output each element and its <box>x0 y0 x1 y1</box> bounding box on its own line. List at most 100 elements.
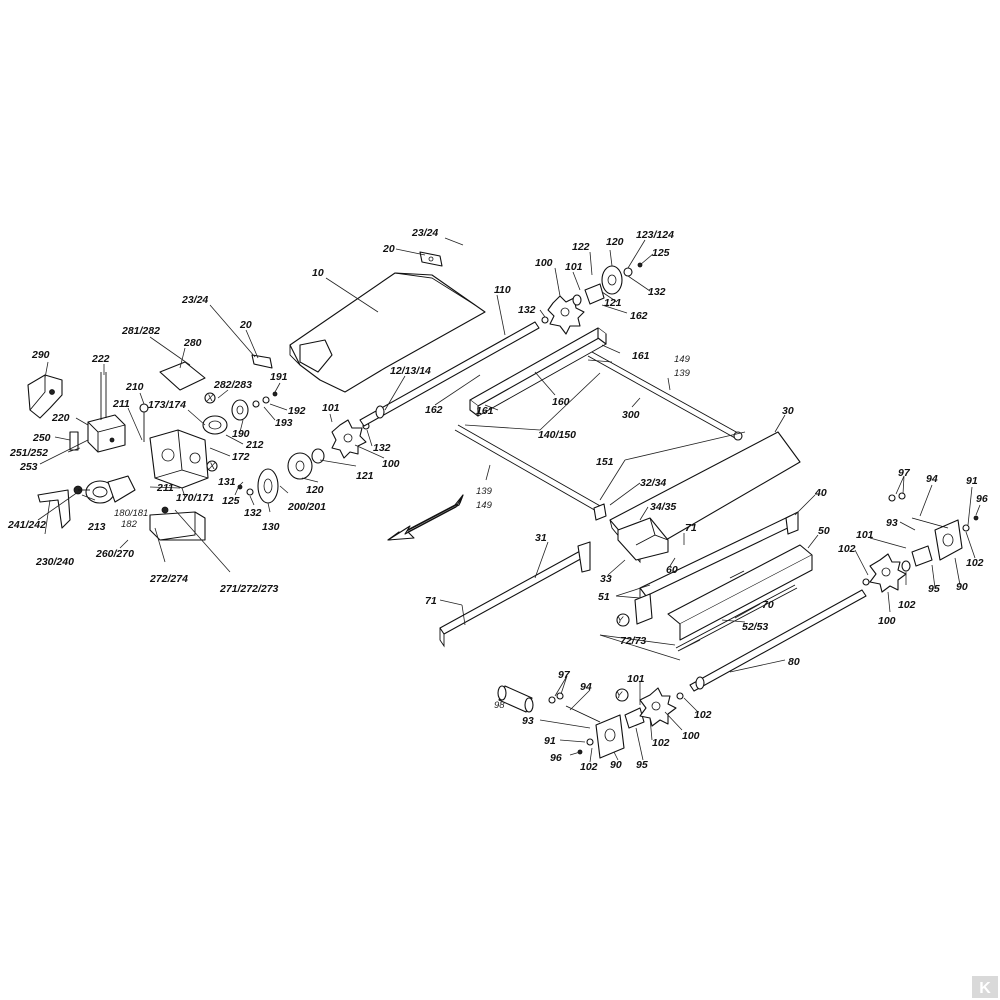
label-y-a: Y <box>617 615 624 626</box>
label-125-b: 125 <box>652 247 670 259</box>
label-210: 210 <box>125 381 144 393</box>
part-210-eyebolt <box>139 403 149 442</box>
label-220: 220 <box>51 412 70 424</box>
marker-circle-y-a <box>616 613 630 627</box>
label-102-c: 102 <box>966 557 984 569</box>
marker-circle-x-a <box>204 392 216 404</box>
label-x-a: X <box>206 393 214 404</box>
label-100-c: 100 <box>878 615 896 627</box>
marker-circle-x-b <box>206 460 218 472</box>
part-95-hub-a <box>901 545 933 572</box>
label-20-b: 20 <box>239 319 252 331</box>
part-32-block <box>617 517 669 561</box>
label-122: 122 <box>572 241 590 253</box>
label-193: 193 <box>275 417 293 429</box>
brand-logo: K <box>972 976 998 998</box>
label-20-a: 20 <box>382 243 395 255</box>
label-102-d: 102 <box>580 761 598 773</box>
label-93-a: 93 <box>886 517 898 529</box>
part-260-plate <box>149 506 206 541</box>
label-130: 130 <box>262 521 280 533</box>
label-x-b: X <box>208 461 216 472</box>
label-281-282: 281/282 <box>121 325 160 337</box>
label-132-a: 132 <box>244 507 262 519</box>
label-98: 98 <box>494 700 505 711</box>
label-172: 172 <box>232 451 250 463</box>
label-100-b: 100 <box>535 257 553 269</box>
label-212: 212 <box>245 439 264 451</box>
label-161-a: 161 <box>632 350 650 362</box>
label-90-b: 90 <box>610 759 622 771</box>
label-91-a: 91 <box>966 475 978 487</box>
label-100-d: 100 <box>682 730 700 742</box>
part-20-bracket-a <box>419 251 443 267</box>
label-40: 40 <box>814 487 827 499</box>
label-151: 151 <box>596 456 614 468</box>
part-160-bar <box>469 327 607 417</box>
label-97-b: 97 <box>558 669 571 681</box>
part-98-roller <box>497 685 534 713</box>
label-200-201: 200/201 <box>287 501 326 513</box>
label-23-24-b: 23/24 <box>181 294 208 306</box>
label-101-c: 101 <box>856 529 874 541</box>
label-250: 250 <box>32 432 51 444</box>
label-71-a: 71 <box>685 522 697 534</box>
label-280: 280 <box>183 337 202 349</box>
label-110: 110 <box>494 284 511 296</box>
label-162-b: 162 <box>425 404 443 416</box>
label-101-a: 101 <box>322 402 340 414</box>
label-132-d: 132 <box>648 286 666 298</box>
direction-arrow-icon <box>387 494 464 541</box>
label-96-b: 96 <box>550 752 562 764</box>
label-173-174: 173/174 <box>148 399 186 411</box>
part-90-bearing-b <box>577 714 625 759</box>
leader-lines <box>37 237 981 763</box>
label-23-24-a: 23/24 <box>411 227 438 239</box>
label-211-a: 211 <box>112 398 130 410</box>
part-100-star-b <box>541 295 585 335</box>
label-139-b: 139 <box>476 486 493 497</box>
label-272-274: 272/274 <box>149 573 188 585</box>
label-120-a: 120 <box>306 484 324 496</box>
part-51-plate <box>634 593 653 625</box>
label-182: 182 <box>121 519 138 530</box>
part-170-housing <box>149 429 209 489</box>
label-72-73: 72/73 <box>620 635 646 647</box>
label-132-b: 132 <box>373 442 391 454</box>
label-213: 213 <box>87 521 106 533</box>
part-80-shaft <box>689 589 867 692</box>
part-230-bracket <box>37 489 71 529</box>
part-290-guard <box>27 374 63 419</box>
label-271-272-273: 271/272/273 <box>219 583 279 595</box>
label-95-a: 95 <box>928 583 940 595</box>
label-121-b: 121 <box>604 297 622 309</box>
label-191: 191 <box>270 371 288 383</box>
label-161-b: 161 <box>476 405 494 417</box>
label-101-d: 101 <box>627 673 645 685</box>
label-132-c: 132 <box>518 304 536 316</box>
label-162-a: 162 <box>630 310 648 322</box>
label-34-35: 34/35 <box>650 501 676 513</box>
label-180-181: 180/181 <box>114 508 148 519</box>
label-102-e: 102 <box>652 737 670 749</box>
part-90-bearing-a <box>934 515 979 561</box>
label-70: 70 <box>762 599 774 611</box>
label-97-a: 97 <box>898 467 911 479</box>
part-120-flange-a <box>287 448 325 480</box>
label-31: 31 <box>535 532 547 544</box>
label-160: 160 <box>552 396 570 408</box>
part-95-hub-b <box>624 707 645 729</box>
label-139-a: 139 <box>674 368 691 379</box>
label-101-b: 101 <box>565 261 583 273</box>
label-149-b: 149 <box>476 500 493 511</box>
label-96-a: 96 <box>976 493 988 505</box>
part-172-housing-ring <box>202 415 228 435</box>
label-170-171: 170/171 <box>176 492 214 504</box>
part-190-gear <box>231 391 278 421</box>
label-80: 80 <box>788 656 800 668</box>
part-40-rail <box>639 511 799 608</box>
label-149-a: 149 <box>674 354 691 365</box>
label-y-b: Y <box>616 690 623 701</box>
